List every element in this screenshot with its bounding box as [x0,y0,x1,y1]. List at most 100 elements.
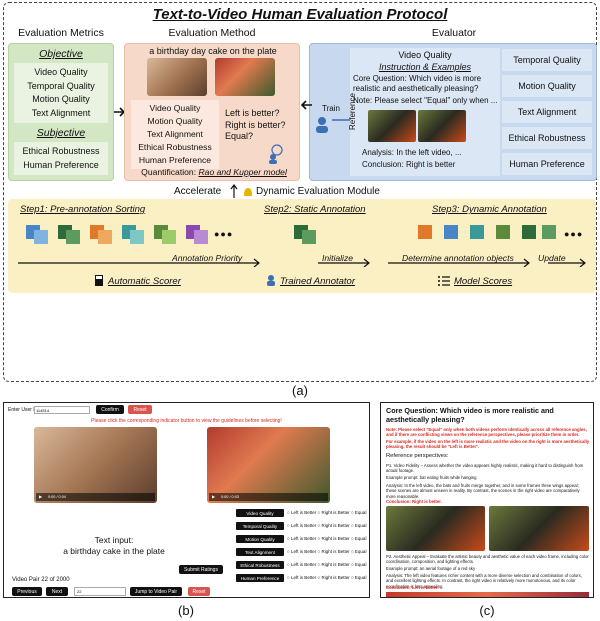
evaluator-metric: Temporal Quality [502,49,592,71]
evaluation-metrics-box: Objective Video Quality Temporal Quality… [8,43,114,181]
video-pair-tile [418,225,432,239]
p2-conclusion: Conclusion: Left is better. [386,585,439,590]
p1-conclusion: Conclusion: Right is better. [386,499,442,504]
jump-pair-input[interactable] [74,587,126,596]
reset-button[interactable]: Reset [128,405,152,414]
text-alignment-options[interactable]: ○ Left is Better ○ Right is Better ○ Equ… [287,549,367,554]
metric-item: Text Alignment [31,107,91,118]
text-alignment-button[interactable]: Text Alignment [236,548,284,556]
guideline-note: Note: Please select "Equal" only when bo… [386,427,587,438]
caption-b: (b) [178,603,194,618]
arrow-left-icon [300,100,312,110]
method-prompt: a birthday day cake on the plate [149,46,277,56]
p1-left-frame [386,506,485,551]
submit-ratings-button[interactable]: Submit Ratings [179,565,223,574]
trained-annotator-icon [316,117,350,133]
figure-a: Text-to-Video Human Evaluation Protocol … [3,2,597,382]
dynamic-module-label: Dynamic Evaluation Module [256,186,380,197]
objective-label: Objective [39,48,83,60]
video-pair-tile [496,225,510,239]
metric-item: Human Preference [23,159,99,170]
video-pair-tile [194,230,208,244]
metric-item: Video Quality [34,67,88,77]
temporal-quality-button[interactable]: Temporal Quality [236,522,284,530]
annotator-thinking-icon [269,144,283,164]
train-label: Train [322,104,340,113]
annotation-priority-label: Annotation Priority [172,253,243,263]
previous-button[interactable]: Previous [12,587,42,596]
video-pair-tile [470,225,484,239]
step2-title: Step2: Static Annotation [264,204,366,215]
accelerate-label: Accelerate [174,186,222,197]
motion-quality-button[interactable]: Motion Quality [236,535,284,543]
right-video-thumbnail [215,58,275,96]
right-video-time: 0:00 / 0:03 [221,494,239,499]
play-icon[interactable]: ▶ [39,494,43,499]
user-id-label: Enter User ID: [8,407,40,413]
evaluator-metric: Motion Quality [502,75,592,97]
motion-quality-options[interactable]: ○ Left is Better ○ Right is Better ○ Equ… [287,536,367,541]
question-line: Right is better? [225,119,286,130]
user-id-input[interactable] [34,406,90,414]
initialize-label: Initialize [322,253,354,263]
play-icon[interactable]: ▶ [212,494,216,499]
p2-example-prompt: Example prompt: an aerial footage of a r… [386,566,476,571]
legend-scorer: Automatic Scorer [108,276,181,287]
video-quality-options[interactable]: ○ Left is Better ○ Right is Better ○ Equ… [287,510,367,515]
temporal-quality-options[interactable]: ○ Left is Better ○ Right is Better ○ Equ… [287,523,367,528]
figure-b-annotation-ui: Enter User ID: Confirm Reset Please clic… [3,402,370,598]
legend-annotator: Trained Annotator [280,276,355,287]
text-input-value: a birthday cake in the plate [63,546,165,556]
rao-kupper-model: Rao and Kupper model [198,167,287,177]
method-metric: Motion Quality [147,116,203,127]
left-video-player[interactable] [34,427,157,503]
p1-right-frame [489,506,589,551]
right-video-player[interactable] [207,427,330,503]
calculator-icon [95,275,103,286]
subjective-label: Subjective [36,127,86,139]
preference-question: Left is better? Right is better? Equal? [225,108,299,143]
video-quality-button[interactable]: Video Quality [236,509,284,517]
metric-item: Ethical Robustness [22,146,100,156]
jump-to-pair-button[interactable]: Jump to Video Pair [130,587,182,596]
instruction-metric: Video Quality [398,50,452,60]
method-metric: Video Quality [149,103,201,113]
video-pair-status: Video Pair 22 of 2000 [12,577,70,583]
video-pair-tile [130,230,144,244]
protocol-title: Text-to-Video Human Evaluation Protocol [152,6,448,23]
p1-example-prompt: Example prompt: bat eating fruits while … [386,475,477,480]
reset-pair-button[interactable]: Reset [188,587,210,596]
p2-analysis: Analysis: The left video features richer… [386,573,583,589]
method-metric: Ethical Robustness [138,142,212,153]
right-video-controls[interactable]: ▶ 0:00 / 0:03 [209,493,328,501]
note-text: Note: Please select "Equal" only when ..… [353,96,498,105]
step3-title: Step3: Dynamic Annotation [432,204,547,215]
guideline-example: For example, if the video on the left is… [386,439,590,450]
p2-red-sky-frame [386,592,589,597]
question-line: Left is better? [225,108,280,118]
objective-list: Video Quality Temporal Quality Motion Qu… [14,63,108,123]
evaluator-metric: Text Alignment [502,101,592,123]
determine-objects-label: Determine annotation objects [402,253,514,263]
method-metric: Human Preference [138,155,212,166]
metric-item: Temporal Quality [27,80,95,91]
next-button[interactable]: Next [46,587,68,596]
guideline-instruction: Please click the corresponding indicator… [91,418,282,424]
left-video-controls[interactable]: ▶ 0:00 / 0:04 [36,493,155,501]
ethical-robustness-button[interactable]: Ethical Robustness [236,561,284,569]
ethical-robustness-options[interactable]: ○ Left is Better ○ Right is Better ○ Equ… [287,562,367,567]
p2-aesthetic-appeal: P2. Aesthetic Appeal – Evaluate the arti… [386,554,589,565]
conclusion-text: Conclusion: Right is better [362,160,456,169]
human-preference-options[interactable]: ○ Left is Better ○ Right is Better ○ Equ… [287,575,367,580]
method-metric-list: Video Quality Motion Quality Text Alignm… [131,100,219,170]
p1-analysis: Analysis: In the left video, the bats an… [386,483,580,499]
instruction-panel: Video Quality Instruction & Examples Cor… [348,48,500,176]
reference-perspectives-title: Reference perspectives: [386,453,449,459]
confirm-button[interactable]: Confirm [96,405,124,414]
flow-arrows [18,258,586,267]
instruction-title: Instruction & Examples [378,62,472,72]
human-preference-button[interactable]: Human Preference [236,574,284,582]
left-video-thumbnail [147,58,207,96]
video-pair-tile [522,225,536,239]
video-pair-tile [542,225,556,239]
